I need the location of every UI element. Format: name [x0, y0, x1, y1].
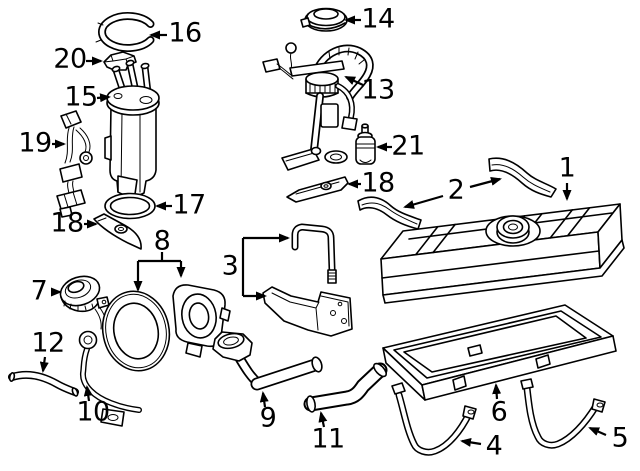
sender-assembly-13-drawing — [262, 42, 374, 171]
callout-arrow-2 — [403, 194, 444, 209]
insulator-strips-2-drawing — [357, 157, 557, 230]
fuel-cap-7-drawing — [59, 275, 110, 330]
filler-pipe-9-drawing — [212, 331, 323, 391]
strap-5-drawing — [520, 378, 606, 449]
fuel-cap-14-drawing — [300, 7, 348, 32]
callout-arrow-11 — [318, 411, 328, 428]
fuel-pump-21-drawing — [355, 123, 376, 165]
callout-arrow-10 — [83, 385, 93, 402]
tank-shield-6-drawing — [382, 304, 617, 401]
callout-arrow-15 — [96, 93, 111, 103]
filler-hose-11-drawing — [303, 362, 388, 413]
bracket-18-left-drawing — [93, 213, 142, 250]
bracket-18-middle-drawing — [286, 176, 349, 203]
seal-and-retainer-8-drawing — [101, 284, 231, 372]
fuel-tank-1-drawing — [380, 203, 625, 304]
callout-arrow-2 — [469, 176, 502, 189]
callout-arrow-5 — [588, 426, 607, 437]
hook-and-bracket-3-drawing — [262, 223, 353, 337]
strap-4-drawing — [391, 382, 477, 456]
callout-arrow-13 — [344, 76, 364, 86]
callout-arrow-9 — [259, 391, 269, 408]
callout-arrow-4 — [460, 437, 482, 447]
callout-arrows — [39, 15, 607, 447]
seal-ring-17-drawing — [104, 192, 156, 220]
vent-hose-12-drawing — [8, 370, 79, 397]
callout-arrow-12 — [39, 356, 49, 373]
wiring-harness-19-drawing — [56, 110, 93, 218]
lock-ring-16-drawing — [95, 12, 155, 52]
fuel-pump-module-15-drawing — [104, 59, 160, 197]
callout-arrow-6 — [492, 383, 502, 400]
